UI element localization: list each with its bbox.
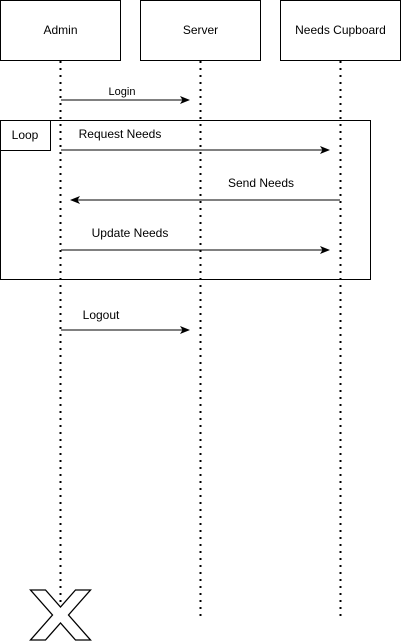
message-request-needs-label: Request Needs: [79, 127, 162, 141]
participant-admin: Admin: [0, 0, 121, 61]
participant-needs-cupboard: Needs Cupboard: [280, 0, 401, 61]
message-request-needs: Request Needs: [61, 127, 330, 154]
message-send-needs-label: Send Needs: [228, 176, 294, 190]
destroy-x-icon: [29, 589, 92, 641]
loop-fragment: Loop: [0, 120, 371, 280]
loop-fragment-label: Loop: [12, 128, 39, 142]
message-login: Login: [61, 86, 190, 104]
message-update-needs-label: Update Needs: [92, 226, 169, 240]
participant-admin-label: Admin: [43, 23, 77, 37]
message-logout-label: Logout: [83, 308, 120, 322]
participant-cupboard-label: Needs Cupboard: [295, 23, 386, 37]
message-update-needs: Update Needs: [61, 226, 330, 254]
participant-server: Server: [140, 0, 261, 61]
message-send-needs: Send Needs: [70, 176, 340, 204]
message-login-label: Login: [109, 86, 136, 98]
message-logout: Logout: [61, 308, 190, 334]
participant-server-label: Server: [183, 23, 218, 37]
